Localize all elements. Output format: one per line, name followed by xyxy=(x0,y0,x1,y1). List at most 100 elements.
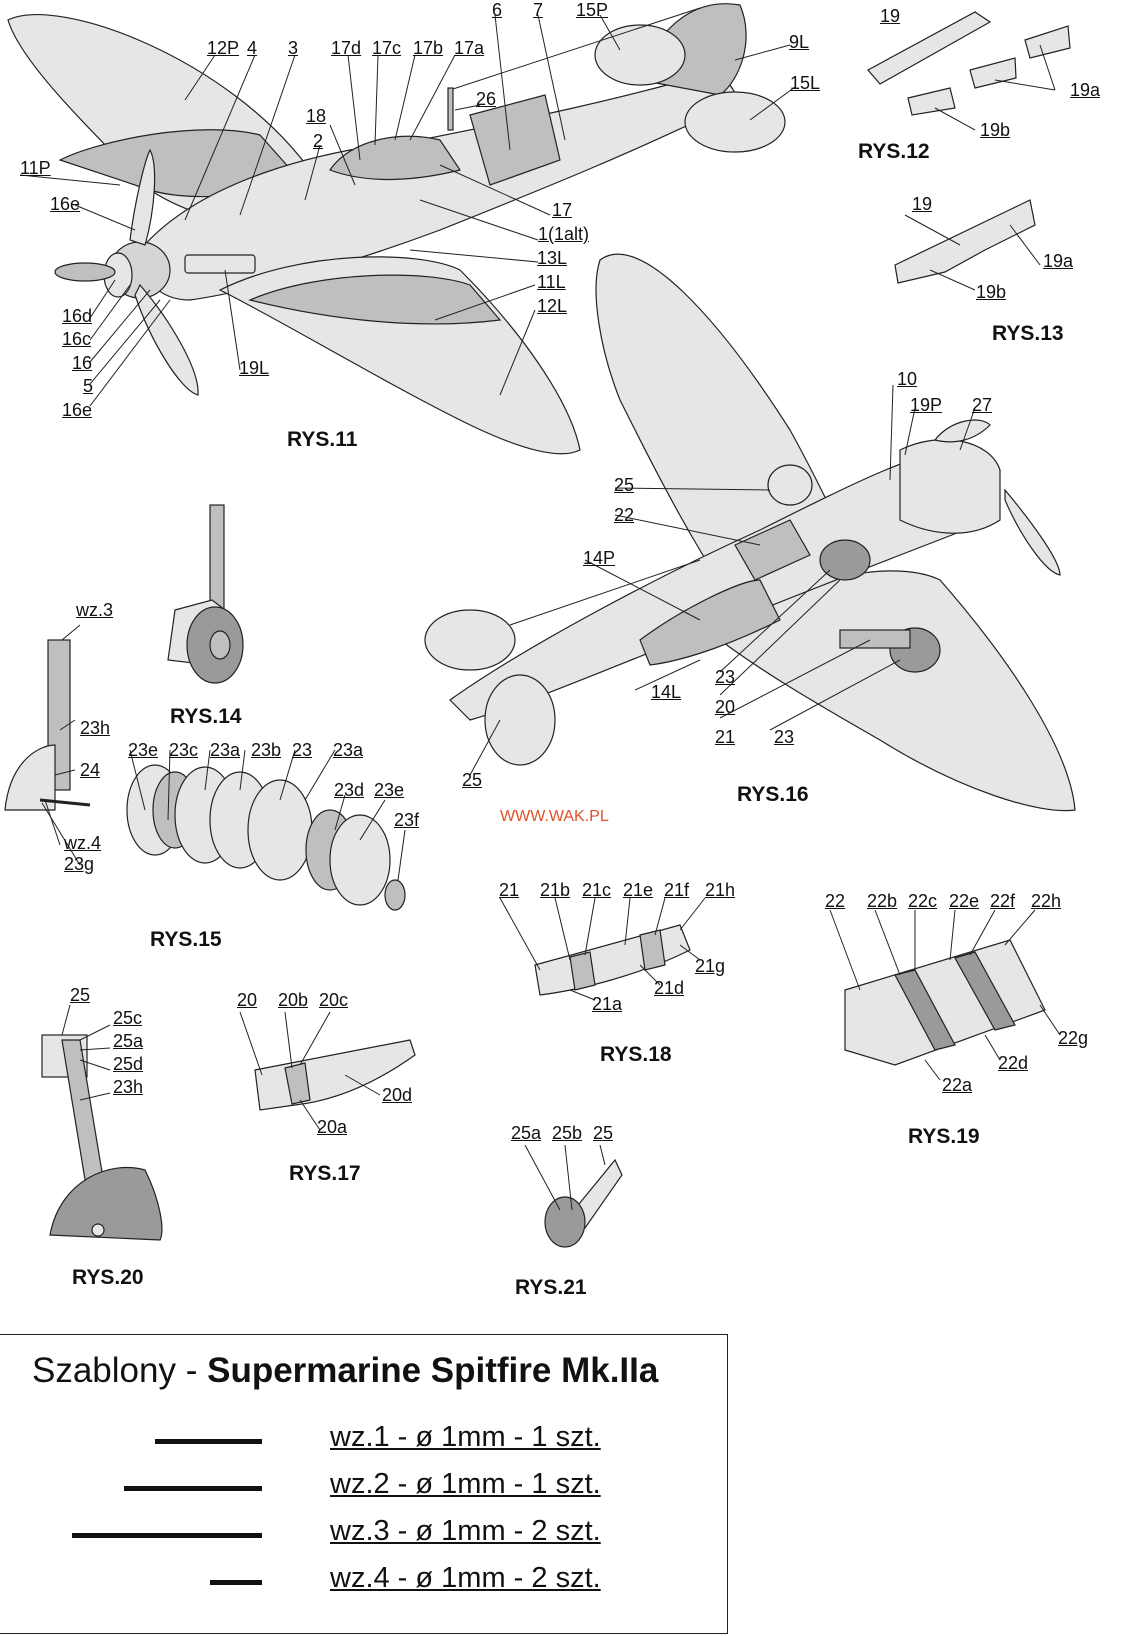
figure-rys13: RYS.13 xyxy=(992,322,1064,345)
label-23h-rys20: 23h xyxy=(113,1077,144,1097)
rys20-cover xyxy=(49,1166,163,1241)
rys18-band-1 xyxy=(569,951,596,991)
rys19-part xyxy=(844,939,1046,1066)
rys16-strut-b xyxy=(839,629,911,649)
rys16-fuselage-shade xyxy=(639,579,781,666)
label-12L: 12L xyxy=(537,296,568,316)
label-19b-rys12: 19b xyxy=(980,120,1011,140)
label-21c: 21c xyxy=(582,880,612,900)
label-17: 17 xyxy=(552,200,573,220)
rys16-tailplane-l xyxy=(484,674,556,766)
label-16c: 16c xyxy=(62,329,92,349)
label-25c-rys20: 25c xyxy=(113,1008,143,1028)
rys11-left-wing-shade xyxy=(58,129,302,198)
rys16-cowling xyxy=(899,439,1001,534)
label-22b: 22b xyxy=(867,891,898,911)
label-22c: 22c xyxy=(908,891,938,911)
label-wz4: wz.4 xyxy=(64,833,102,853)
figure-rys19: RYS.19 xyxy=(908,1125,980,1148)
wire-row-4: wz.4 - ø 1mm - 2 szt. xyxy=(0,1560,728,1604)
label-21-rys18: 21 xyxy=(499,880,520,900)
rys11-blade-top xyxy=(129,148,156,246)
label-23c: 23c xyxy=(169,740,199,760)
rys11-tailplane-l xyxy=(684,91,786,153)
label-23g: 23g xyxy=(64,854,95,874)
rys11-antenna-mast xyxy=(447,87,454,131)
rys17-band xyxy=(284,1062,311,1105)
label-19-rys12: 19 xyxy=(880,6,901,26)
label-25-rys16-top: 25 xyxy=(614,475,635,495)
rys20-leg xyxy=(41,1034,163,1241)
label-25a-rys20: 25a xyxy=(113,1031,144,1051)
label-18: 18 xyxy=(306,106,327,126)
label-21f: 21f xyxy=(664,880,690,900)
label-19P: 19P xyxy=(910,395,943,415)
rys13-parts xyxy=(894,199,1036,284)
rys11-tailplane-p xyxy=(594,24,686,86)
leader-lines xyxy=(19,14,1061,1211)
rys13-assembly xyxy=(894,199,1036,284)
label-22a: 22a xyxy=(942,1075,973,1095)
label-24: 24 xyxy=(80,760,101,780)
label-20d: 20d xyxy=(382,1085,413,1105)
label-16d: 16d xyxy=(62,306,93,326)
rys20-hub xyxy=(91,1223,105,1237)
rys15-axle xyxy=(39,798,91,807)
wire-label-3: wz.3 - ø 1mm - 2 szt. xyxy=(330,1515,601,1547)
label-25d-rys20: 25d xyxy=(113,1054,144,1074)
rys11-blade-bottom xyxy=(134,283,199,396)
rys16-wheel-a xyxy=(819,539,871,581)
label-15L: 15L xyxy=(790,73,821,93)
label-17a: 17a xyxy=(454,38,485,58)
label-22-rys19: 22 xyxy=(825,891,846,911)
label-14P: 14P xyxy=(583,548,616,568)
rys19-body xyxy=(844,939,1046,1066)
label-11L: 11L xyxy=(537,272,566,292)
label-5: 5 xyxy=(83,376,94,396)
label-10: 10 xyxy=(897,369,918,389)
rys18-part xyxy=(534,924,691,996)
label-22e: 22e xyxy=(949,891,980,911)
label-wz3: wz.3 xyxy=(76,600,114,620)
label-6: 6 xyxy=(492,0,503,20)
label-14L: 14L xyxy=(651,682,682,702)
wire-row-2: wz.2 - ø 1mm - 1 szt. xyxy=(0,1466,728,1510)
label-17b: 17b xyxy=(413,38,444,58)
label-22d: 22d xyxy=(998,1053,1029,1073)
rys12-part-19a-a xyxy=(1024,25,1071,59)
label-22f: 22f xyxy=(990,891,1016,911)
wire-template-3 xyxy=(72,1533,262,1538)
figure-rys14: RYS.14 xyxy=(170,705,242,728)
rys16-blade-bottom xyxy=(1004,488,1061,576)
figure-rys11: RYS.11 xyxy=(287,428,358,451)
label-22g: 22g xyxy=(1058,1028,1089,1048)
label-23d: 23d xyxy=(334,780,365,800)
label-23a-a: 23a xyxy=(210,740,241,760)
label-23-rys16-a: 23 xyxy=(715,667,736,687)
label-25a-rys21: 25a xyxy=(511,1123,542,1143)
rys15-disc-23e-b xyxy=(329,814,391,906)
label-15P: 15P xyxy=(576,0,609,20)
legend-title-model: Supermarine Spitfire Mk.IIa xyxy=(207,1351,659,1390)
rys16-gear-door xyxy=(767,464,813,506)
label-9L: 9L xyxy=(789,32,810,52)
rys17-part xyxy=(254,1039,416,1111)
label-22-rys16: 22 xyxy=(614,505,635,525)
label-20c: 20c xyxy=(319,990,349,1010)
rys14-leg xyxy=(167,504,244,684)
label-21b: 21b xyxy=(540,880,571,900)
rys11-blade-left xyxy=(54,262,116,282)
label-21h: 21h xyxy=(705,880,736,900)
label-20-rys17: 20 xyxy=(237,990,258,1010)
wire-template-2 xyxy=(124,1486,262,1491)
rys15-disc-23 xyxy=(247,779,313,881)
figure-rys12: RYS.12 xyxy=(858,140,930,163)
legend-title-prefix: Szablony - xyxy=(32,1351,208,1390)
rys18-band-2 xyxy=(639,929,666,971)
figure-rys17: RYS.17 xyxy=(289,1162,361,1185)
label-23a-b: 23a xyxy=(333,740,364,760)
wire-label-4: wz.4 - ø 1mm - 2 szt. xyxy=(330,1562,601,1594)
label-26: 26 xyxy=(476,89,497,109)
rys21-wheel xyxy=(544,1196,586,1248)
wire-template-1 xyxy=(155,1439,262,1444)
